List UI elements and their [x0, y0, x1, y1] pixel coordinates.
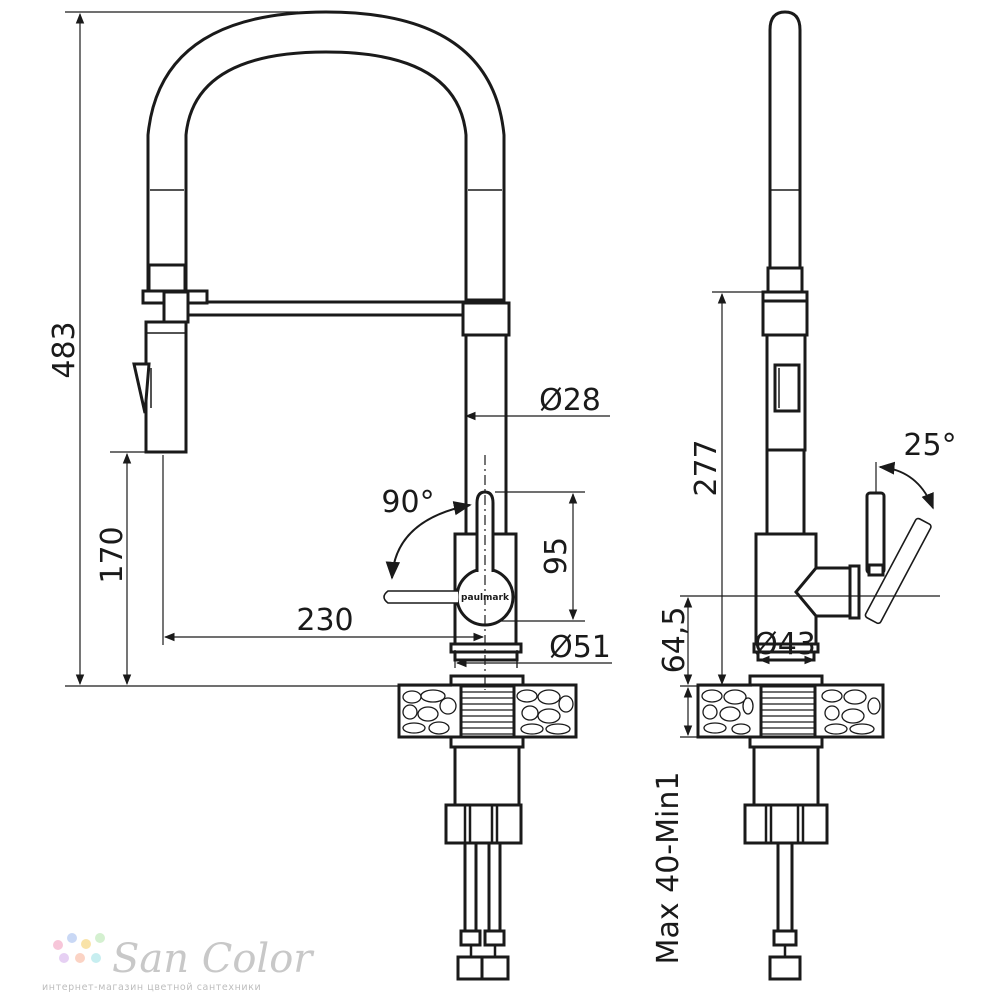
side-fixing-nut [743, 803, 829, 845]
watermark-dot [67, 933, 77, 943]
dim-spout-height: 170 [95, 526, 130, 583]
watermark-dot [75, 953, 85, 963]
watermark-dot [91, 953, 101, 963]
side-gooseneck [768, 10, 802, 270]
side-lever [865, 491, 886, 575]
dim-height-total: 483 [47, 321, 82, 378]
side-tube [765, 448, 806, 536]
dim-side-base-dia: Ø43 [754, 627, 816, 662]
side-collar [766, 266, 804, 295]
front-swing-arm [183, 300, 469, 317]
front-supply-hoses [456, 841, 510, 981]
watermark-name: San Color [112, 936, 315, 982]
side-dimensions: 277 64,5 Max 40-Min1 Ø43 25° [651, 291, 957, 965]
watermark-logo: San Color интернет-магазин цветной санте… [42, 933, 315, 993]
side-countertop [696, 683, 885, 740]
side-fixing-sleeve [752, 745, 820, 809]
front-spout-collar [461, 301, 511, 337]
dim-tube-dia: Ø28 [539, 383, 601, 418]
front-view: paulmark [132, 10, 578, 981]
front-lever-rotated [383, 590, 458, 604]
side-view [696, 10, 932, 981]
side-stone-pattern [701, 689, 881, 735]
side-supply-hose [768, 841, 802, 981]
watermark-dot [53, 940, 63, 950]
front-lever [475, 490, 495, 572]
dim-body-height: 277 [689, 439, 724, 496]
front-fixing-nut [444, 803, 523, 845]
dim-countertop: Max 40-Min1 [651, 772, 686, 965]
front-fixing-sleeve [453, 745, 521, 809]
side-threaded-shank [759, 684, 817, 740]
dim-lever-angle: 25° [903, 428, 956, 463]
watermark-tagline: интернет-магазин цветной сантехники [42, 982, 261, 993]
watermark-dot [59, 953, 69, 963]
front-pullout-head [132, 289, 209, 454]
dim-lever-rotation: 90° [381, 485, 434, 520]
front-countertop [397, 683, 578, 740]
side-lever-rotated [864, 517, 932, 625]
dim-lever-height: 95 [539, 537, 574, 575]
dim-base-dia: Ø51 [549, 630, 611, 665]
front-dimensions: 483 170 230 Ø28 Ø51 95 90° [47, 11, 612, 687]
side-valve-hub [794, 566, 852, 618]
watermark-dot [81, 939, 91, 949]
side-pullout-head [761, 290, 809, 452]
front-gooseneck [146, 10, 506, 302]
watermark-dot [95, 933, 105, 943]
front-threaded-shank [459, 684, 516, 740]
dim-base-height: 64,5 [657, 607, 692, 674]
front-stone-pattern [402, 689, 574, 735]
dim-reach: 230 [296, 603, 353, 638]
